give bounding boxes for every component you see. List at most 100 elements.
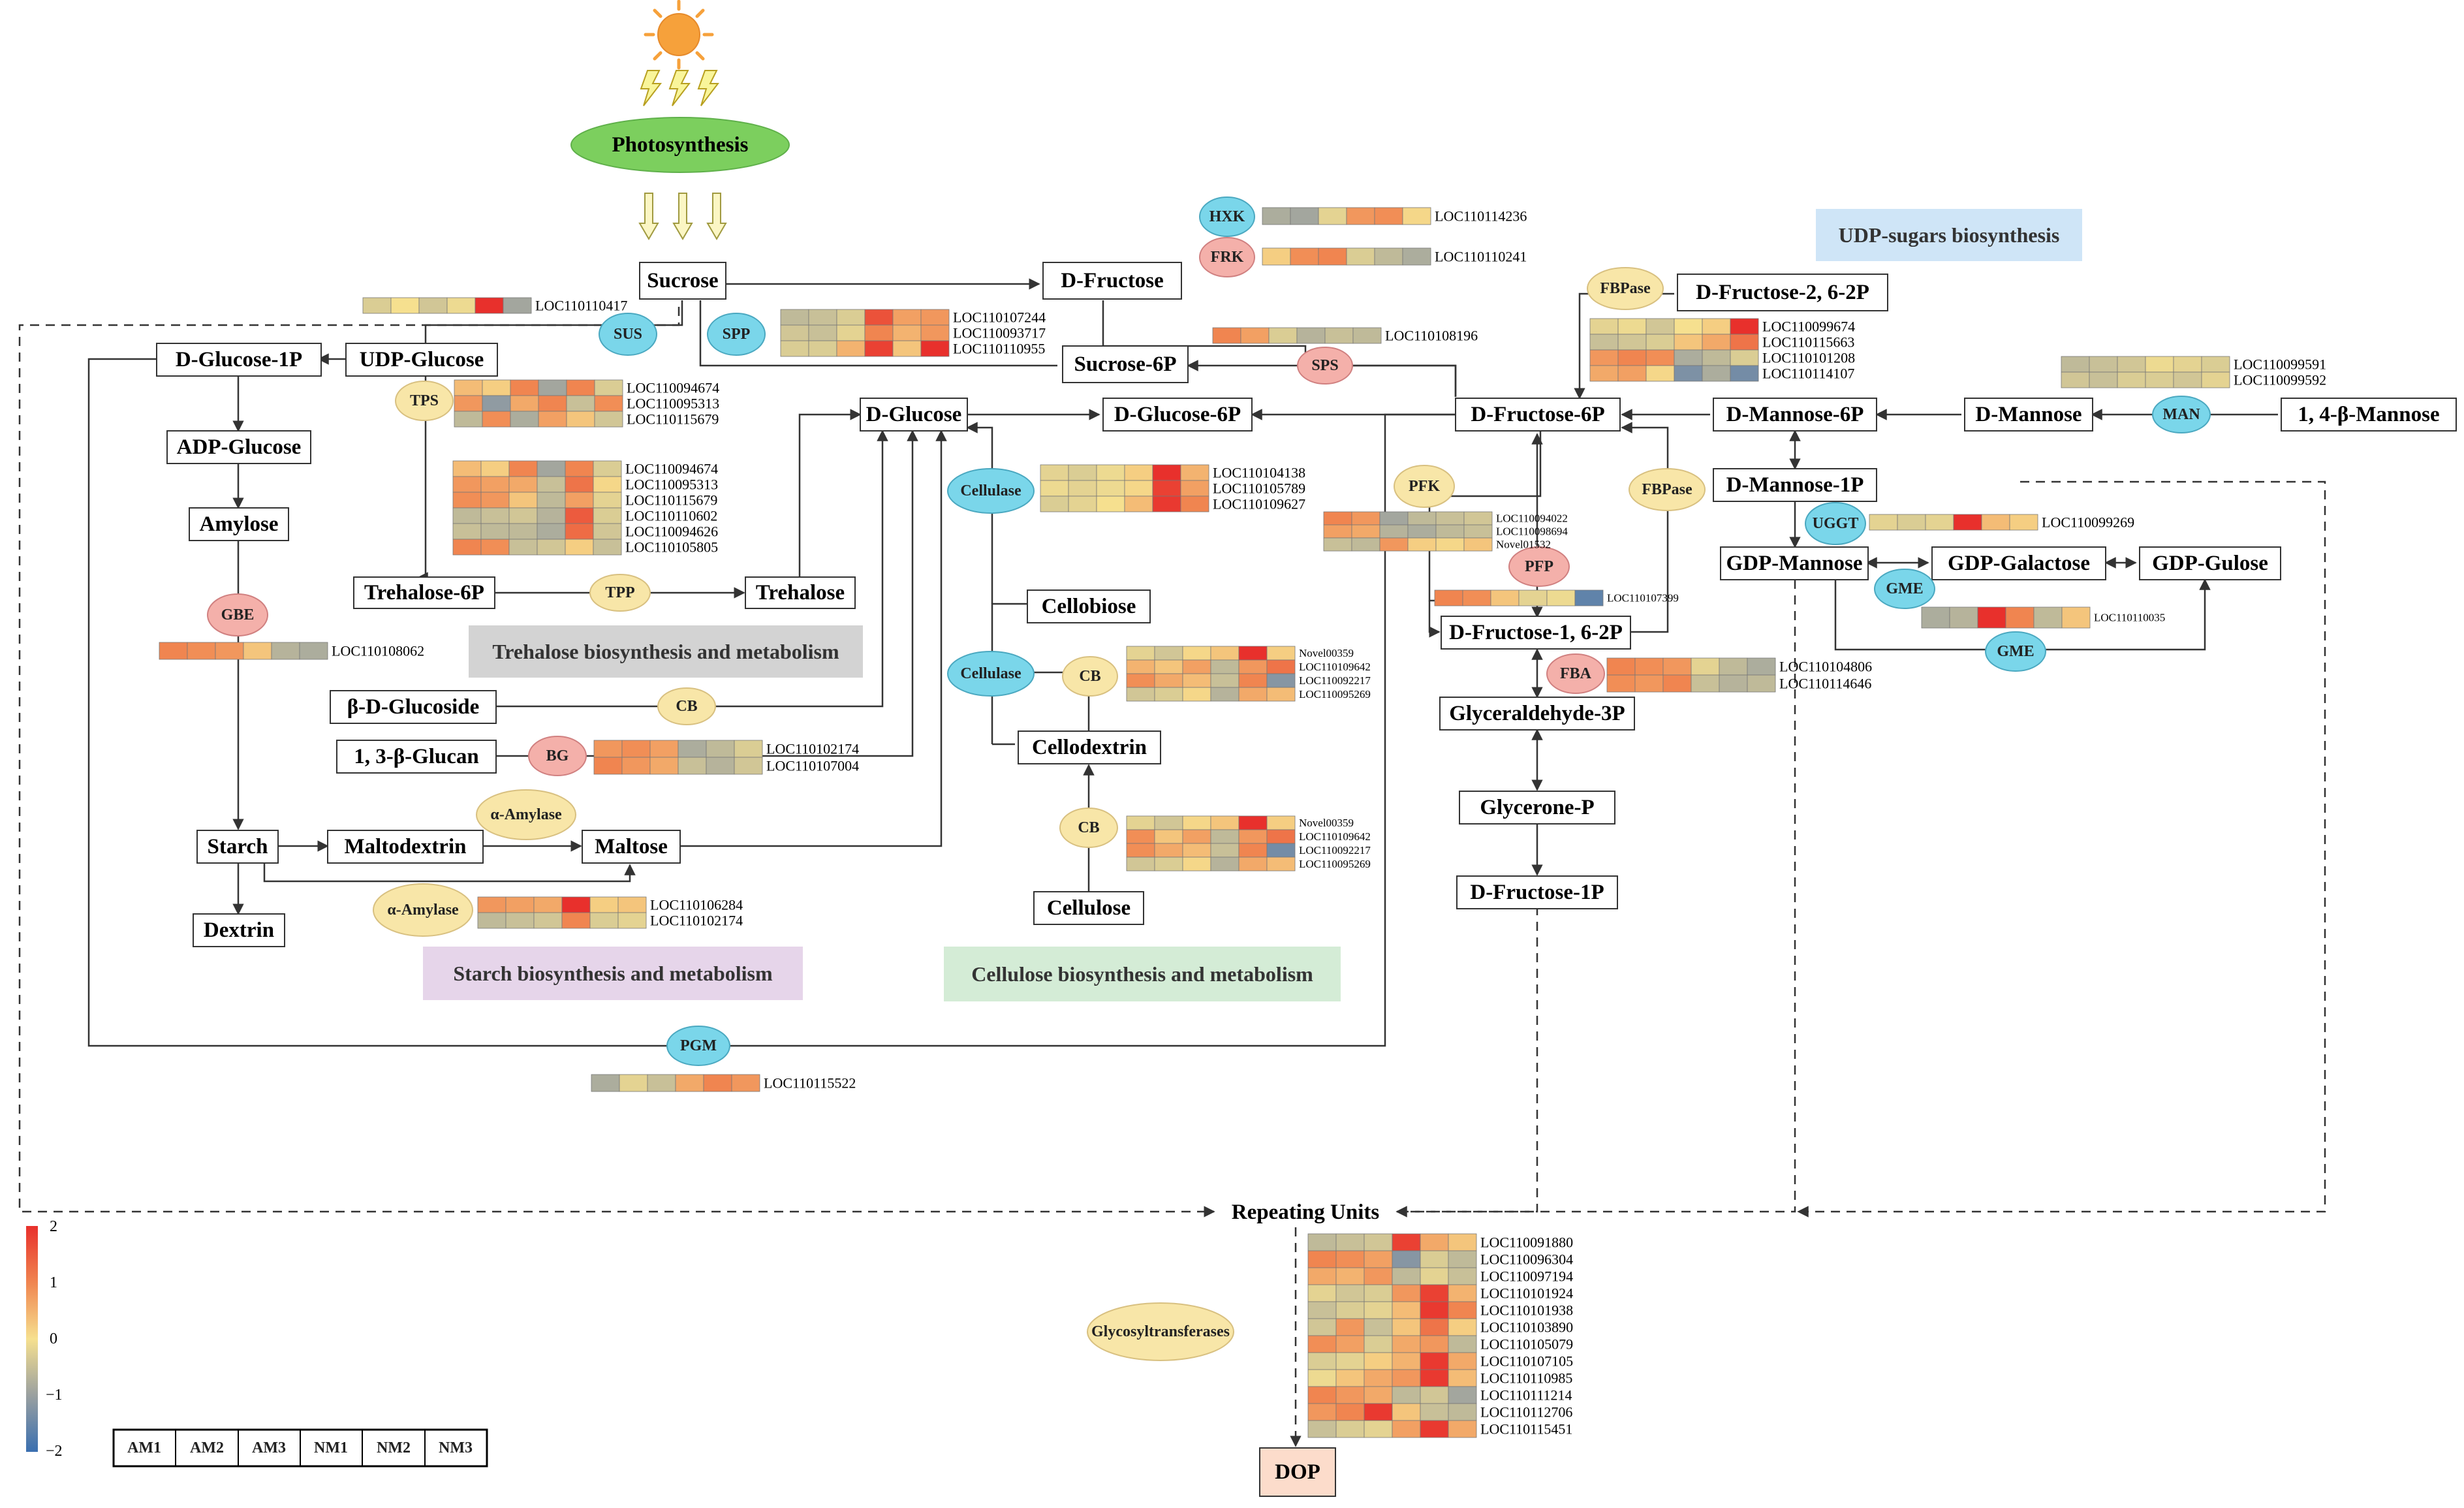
heatmap-cell [480, 523, 510, 540]
heatmap-cell [537, 507, 566, 524]
heatmap-cell [477, 912, 507, 929]
heatmap-cell [1448, 1369, 1477, 1387]
heatmap-cell [1266, 843, 1296, 858]
gene-label: LOC110091880 [1480, 1234, 1573, 1251]
heatmap-cell [1182, 687, 1211, 702]
heatmap-cell [537, 523, 566, 540]
sample-label: NM1 [314, 1439, 348, 1456]
gene-label: LOC110097194 [1480, 1268, 1573, 1285]
heatmap-cell [1719, 657, 1748, 676]
enzyme-sps: SPS [1297, 347, 1353, 385]
heatmap-tps-2: LOC110094674LOC110095313LOC110115679LOC1… [452, 460, 718, 556]
node-gdp-galactose-label: GDP-Galactose [1948, 552, 2090, 575]
enzyme-bg: BG [528, 736, 587, 776]
section-trehalose-label: Trehalose biosynthesis and metabolism [492, 640, 839, 663]
heatmap-cell [1240, 327, 1270, 344]
node-udp-glucose: UDP-Glucose [345, 343, 498, 377]
heatmap-cell [1691, 674, 1720, 693]
sample-label: AM3 [252, 1439, 286, 1456]
gene-label: LOC110108196 [1385, 328, 1478, 344]
heatmap-cell [593, 460, 622, 477]
heatmap-cell [505, 896, 535, 913]
enzyme-cellulase-2: Cellulase [947, 651, 1035, 697]
heatmap-cell [808, 309, 837, 326]
node-gdp-gulose: GDP-Gulose [2139, 546, 2281, 580]
gene-label: LOC110103890 [1480, 1319, 1573, 1336]
heatmap-cell [452, 476, 482, 493]
heatmap-cell [1420, 1386, 1449, 1404]
node-dop: DOP [1259, 1447, 1336, 1497]
heatmap-cell [2009, 514, 2038, 531]
heatmap-cell [1719, 674, 1748, 693]
heatmap-cell [1266, 646, 1296, 661]
enzyme-cb-1: CB [1062, 656, 1118, 697]
heatmap-cell [1420, 1335, 1449, 1353]
enzyme-pfk: PFK [1394, 465, 1455, 508]
heatmap-cell [1324, 327, 1354, 344]
heatmap-cell [1364, 1352, 1393, 1370]
heatmap-cell [1702, 349, 1731, 366]
heatmap-cell [508, 539, 538, 556]
enzyme-pfp: PFP [1508, 546, 1570, 587]
heatmap-cell [1379, 511, 1409, 526]
heatmap-cell [1152, 464, 1181, 481]
heatmap-cell [1182, 856, 1211, 872]
heatmap-sps: LOC110108196 [1212, 327, 1478, 344]
heatmap-cell [1606, 657, 1636, 676]
heatmap-cell [920, 324, 950, 341]
gene-label: Novel01532 [1496, 539, 1551, 551]
node-cellobiose: Cellobiose [1027, 589, 1151, 623]
heatmap-cell [1126, 646, 1155, 661]
heatmap-cell [510, 395, 539, 412]
heatmap-cell [566, 411, 595, 428]
node-d-mannose-6p-label: D-Mannose-6P [1726, 403, 1864, 426]
node-d-mannose-1p: D-Mannose-1P [1713, 468, 1877, 502]
node-dextrin-label: Dextrin [204, 919, 274, 942]
heatmap-cell [1702, 318, 1731, 335]
heatmap-cell [510, 379, 539, 396]
node-d-fructose-6p: D-Fructose-6P [1455, 398, 1621, 432]
color-legend: 2 1 0 −1 −2 [26, 1218, 63, 1460]
node-d-fructose-1p-label: D-Fructose-1P [1470, 881, 1604, 904]
heatmap-cell [1702, 365, 1731, 382]
heatmap-cell [1152, 495, 1181, 512]
heatmap-cell [920, 309, 950, 326]
node-amylose-label: Amylose [200, 512, 279, 536]
heatmap-cell [1674, 365, 1703, 382]
heatmap-cell [508, 492, 538, 509]
enzyme-hxk-label: HXK [1209, 208, 1245, 225]
heatmap-cell [537, 476, 566, 493]
node-maltodextrin: Maltodextrin [327, 830, 484, 864]
section-starch-label: Starch biosynthesis and metabolism [453, 962, 773, 985]
node-maltodextrin-label: Maltodextrin [345, 835, 467, 858]
enzyme-pfk-label: PFK [1409, 478, 1440, 495]
heatmap-cell [1448, 1420, 1477, 1438]
heatmap-cell [1290, 207, 1319, 225]
heatmap-cell [1402, 207, 1431, 225]
node-b14-mannose-label: 1, 4-β-Mannose [2298, 403, 2439, 426]
heatmap-cell [1210, 687, 1240, 702]
heatmap-cell [892, 340, 922, 357]
dashed-connectors [18, 307, 2326, 1447]
node-b14-mannose: 1, 4-β-Mannose [2281, 398, 2457, 432]
heatmap-cell [1307, 1284, 1337, 1302]
node-dop-label: DOP [1275, 1460, 1320, 1484]
enzyme-uggt: UGGT [1805, 502, 1866, 545]
section-cellulose-label: Cellulose biosynthesis and metabolism [971, 962, 1313, 986]
heatmap-cell [1266, 673, 1296, 688]
heatmap-cell [1448, 1250, 1477, 1268]
gene-label: LOC110110035 [2094, 612, 2165, 624]
heatmap-cell [1364, 1284, 1393, 1302]
gene-label: LOC110094626 [625, 524, 718, 540]
heatmap-cell [1392, 1284, 1421, 1302]
enzyme-cellulase-2-label: Cellulase [960, 665, 1021, 682]
node-repeating-units-label: Repeating Units [1232, 1201, 1380, 1224]
heatmap-cell [1154, 856, 1183, 872]
heatmap-cell [1266, 829, 1296, 844]
heatmap-cell [477, 896, 507, 913]
gene-label: LOC110099269 [2042, 514, 2134, 531]
node-cellodextrin-label: Cellodextrin [1032, 736, 1147, 759]
